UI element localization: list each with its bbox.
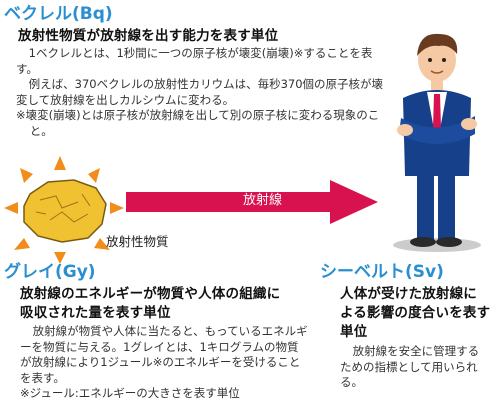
sievert-heading-line3: 単位	[340, 324, 368, 340]
becquerel-para2: 例えば、370ベクレルの放射性カリウムは、毎秒370個の原子核が壊変して放射線を…	[16, 77, 384, 107]
arrow-label: 放射線	[243, 193, 283, 208]
gray-para1: 放射線が物質や人体に当たると、もっているエネルギーを物質に与える。1グレイとは、…	[20, 324, 308, 385]
becquerel-para1: 1ベクレルとは、1秒間に一つの原子核が壊変(崩壊)※することを表す。	[16, 46, 373, 76]
radiation-rays	[4, 156, 124, 264]
sievert-title: シーベルト(Sv)	[320, 262, 444, 282]
gray-note: ※ジュール:エネルギーの大きさを表す単位	[20, 386, 240, 401]
substance-label: 放射性物質	[106, 234, 169, 249]
rock-icon	[23, 179, 107, 243]
person-illustration	[393, 33, 481, 252]
sievert-para1: 放射線を安全に管理するための指標として用いられる。	[340, 344, 480, 390]
gray-title: グレイ(Gy)	[4, 262, 96, 282]
becquerel-heading: 放射性物質が放射線を出す能力を表す単位	[18, 28, 279, 44]
radiation-arrow	[126, 180, 378, 224]
becquerel-body: 1ベクレルとは、1秒間に一つの原子核が壊変(崩壊)※することを表す。 例えば、3…	[16, 46, 392, 140]
gray-heading: 放射線のエネルギーが物質や人体の組織に 吸収された量を表す単位	[20, 285, 320, 323]
gray-heading-line2: 吸収された量を表す単位	[20, 305, 171, 321]
sievert-body: 放射線を安全に管理するための指標として用いられる。	[340, 344, 490, 391]
sievert-heading: 人体が受けた放射線に よる影響の度合いを表す 単位	[340, 285, 498, 342]
becquerel-title: ベクレル(Bq)	[4, 4, 113, 24]
gray-heading-line1: 放射線のエネルギーが物質や人体の組織に	[20, 286, 281, 302]
sievert-heading-line1: 人体が受けた放射線に	[340, 286, 477, 302]
sievert-heading-line2: よる影響の度合いを表す	[340, 305, 491, 321]
radioactive-substance-illustration	[4, 156, 124, 264]
becquerel-note: ※壊変(崩壊)とは原子核が放射線を出して別の原子核に変わる現象のこと。	[16, 108, 380, 138]
gray-body: 放射線が物質や人体に当たると、もっているエネルギーを物質に与える。1グレイとは、…	[20, 324, 308, 402]
